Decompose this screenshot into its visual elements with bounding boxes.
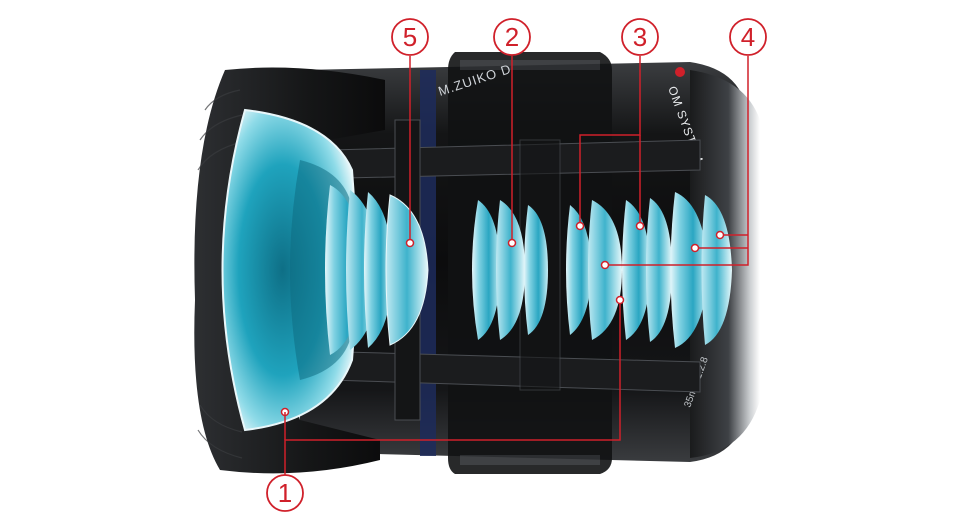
leader-3-dot-a bbox=[575, 221, 585, 231]
mount-index-dot bbox=[675, 67, 685, 77]
callout-badge-2: 2 bbox=[493, 18, 531, 56]
element-3a bbox=[566, 205, 592, 335]
element-5 bbox=[385, 194, 429, 346]
element-4a bbox=[670, 192, 708, 348]
element-3c bbox=[622, 200, 650, 340]
element-3d bbox=[646, 198, 672, 342]
callout-leaders bbox=[280, 56, 749, 493]
callout-label-2: 2 bbox=[505, 22, 519, 52]
element-2c bbox=[524, 205, 548, 335]
callout-label-5: 5 bbox=[403, 22, 417, 52]
callout-label-4: 4 bbox=[741, 22, 755, 52]
element-2a bbox=[472, 200, 500, 340]
leader-3-dot-b bbox=[635, 221, 645, 231]
leader-2-dot bbox=[507, 238, 517, 248]
leader-4-dot-b bbox=[715, 230, 725, 240]
leader-1 bbox=[284, 300, 621, 493]
callout-badge-1: 1 bbox=[266, 474, 304, 512]
callout-badge-5: 5 bbox=[391, 18, 429, 56]
leader-4-dot-c bbox=[690, 243, 700, 253]
internal-structure bbox=[329, 119, 701, 421]
leader-4-dot-a bbox=[600, 260, 610, 270]
callout-label-1: 1 bbox=[278, 478, 292, 508]
callout-label-3: 3 bbox=[633, 22, 647, 52]
element-g1c bbox=[364, 192, 392, 348]
leader-4 bbox=[605, 56, 749, 266]
lens-elements bbox=[221, 108, 732, 432]
callout-badge-4: 4 bbox=[729, 18, 767, 56]
callout-badge-3: 3 bbox=[621, 18, 659, 56]
element-3b bbox=[588, 200, 622, 340]
element-4b bbox=[701, 195, 732, 345]
leader-3 bbox=[579, 56, 641, 226]
leader-1-dot-b bbox=[615, 295, 625, 305]
element-2b bbox=[496, 200, 525, 340]
leader-5-dot bbox=[405, 238, 415, 248]
callout-badges: 5 2 3 4 1 bbox=[266, 18, 767, 512]
